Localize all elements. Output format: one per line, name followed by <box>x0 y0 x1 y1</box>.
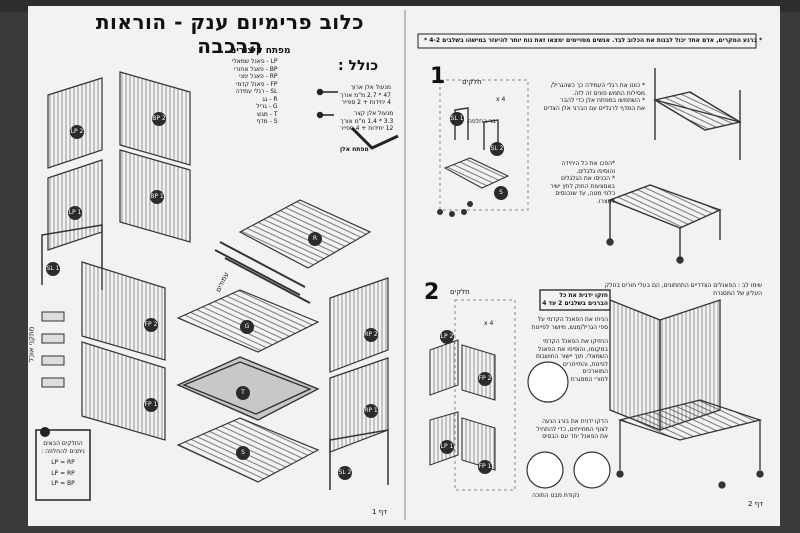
step2-note-top: שימו לב : הפאנלים הצדדיים התחתונים, הם ב… <box>604 282 762 297</box>
allen-key-label: מפתח אלן <box>340 146 369 153</box>
step2-badge-fp1: FP 1 <box>478 460 492 474</box>
legend-item: S - מדף <box>256 118 278 125</box>
step2-number: 2 <box>424 280 440 305</box>
step2-screw-count: x 4 <box>484 320 494 327</box>
step1-dash-frame <box>439 79 529 211</box>
stand-sl1 <box>41 224 103 290</box>
legend-list: LP - פאנל שמאלי BP - פאנל אחורי RP - פאנ… <box>232 58 278 126</box>
legend-item: RP - פאנל ימני <box>239 73 278 80</box>
equivalence-panel: החלקים הבאים ניתנים להחלפה : LP = RP LP … <box>38 440 88 488</box>
badge-rp2: RP 2 <box>364 328 378 342</box>
feeders-label: מתקני אוכל <box>27 326 36 362</box>
legend-item: FP - פאנל קדמי <box>236 80 278 88</box>
step2-instruction-3: הדקו ידנית את בורג הנעה לצוף המתייחים, כ… <box>536 418 608 440</box>
equivalence-box <box>35 427 91 501</box>
badge-sl2: SL 2 <box>338 466 352 480</box>
step1-badge-s: S <box>494 186 508 200</box>
step1-wheels <box>437 201 473 217</box>
legend-item: R - גג <box>262 95 278 103</box>
poles <box>214 241 311 304</box>
header-note-box <box>417 33 757 49</box>
step1-leg2 <box>483 119 499 150</box>
page-label-right: דף 2 <box>748 500 763 508</box>
step2-caption: נקודת מבט התוכה <box>532 492 580 499</box>
step1-text-top: * כוונו את רגלי העמידה כך כשהגריל/ מסילו… <box>543 82 645 112</box>
step1-number: 1 <box>430 64 446 89</box>
step2-parts-label: חלקים <box>450 288 470 296</box>
step1-screw-count: x 4 <box>496 96 506 103</box>
step1-assembly-bottom <box>606 184 722 264</box>
step2-badge-lp1: LP 1 <box>440 440 454 454</box>
roof-r <box>238 199 372 269</box>
badge-s: S <box>236 446 250 460</box>
badge-bp1: BP 1 <box>150 190 164 204</box>
legend-item: T - מגש <box>257 110 278 118</box>
step2-instruction-2: החזיקו את הפאנל הקדמי במקומו, והוסיפו את… <box>535 338 608 383</box>
step2-assembly <box>609 299 764 489</box>
feeders <box>41 311 65 388</box>
step2-badge-lp2: LP 2 <box>440 330 454 344</box>
step2-detail-circles <box>526 361 611 489</box>
panel-rp2 <box>329 277 389 373</box>
legend-item: SL - רגלי עמידה <box>235 88 278 95</box>
legend-item: G - גריל <box>256 103 278 110</box>
stand-sl2 <box>329 429 389 490</box>
screw-drawings <box>316 88 338 119</box>
legend-item: LP - פאנל שמאלי <box>232 58 278 65</box>
step1-badge-sl2: SL 2 <box>490 142 504 156</box>
badge-r: R <box>308 232 322 246</box>
panel-fp1 <box>81 341 166 441</box>
step1-parts-label: חלקים <box>462 78 482 86</box>
panel-fp2 <box>81 261 166 361</box>
step2-instruction-1: הניחו את הפאנל הקדמי על ספי הגריל/מגש, מ… <box>531 316 608 331</box>
badge-sl1: SL 1 <box>46 262 60 276</box>
step1-text-bottom: *הפכו את כל היחידה והוסיפו גלגלים. * הכנ… <box>550 160 615 205</box>
badge-lp1: LP 1 <box>68 206 82 220</box>
step1-badge-sl1: SL 1 <box>450 112 464 126</box>
step2-dash-frame <box>454 299 516 491</box>
badge-g: G <box>240 320 254 334</box>
badge-t: T <box>236 386 250 400</box>
legend-title: מפתח קיצורים <box>230 46 291 56</box>
step2-boxed-note-text: חזקו ידנית את כל הברגים בשלבים 2 עד 4 <box>542 292 608 307</box>
page-divider <box>404 10 406 520</box>
badge-rp1: RP 1 <box>364 404 378 418</box>
badge-lp2: LP 2 <box>70 125 84 139</box>
step1-shelf <box>443 157 510 189</box>
step1-assembly-top <box>653 68 742 160</box>
equivalence-row: LP = RP <box>51 469 75 477</box>
step2-badge-fp2: FP 2 <box>478 372 492 386</box>
badge-fp2: FP 2 <box>144 318 158 332</box>
legend-item: BP - פאנל אחורי <box>234 65 278 73</box>
equivalence-row: LP = RP <box>51 459 75 466</box>
step2-panels <box>429 339 496 471</box>
screws-long-text: מנעול אלן ארוך 47 * 2.7 מ"מ אורך 4 יחידו… <box>340 84 391 106</box>
header-note: * ברגע המקרים, אדם אחד יכול לבנות את הכל… <box>424 37 763 44</box>
panel-lp2 <box>47 77 103 169</box>
panel-lp1 <box>47 159 103 251</box>
step1-wheels-label: בר החלפה <box>468 118 496 125</box>
page-label-left: דף 1 <box>372 508 387 516</box>
allen-key-drawing <box>350 126 399 150</box>
manual-title: כלוב פרימיום ענק - הוראות הרכבה <box>95 10 365 58</box>
badge-fp1: FP 1 <box>144 398 158 412</box>
includes-title: כולל : <box>338 58 379 74</box>
equivalence-row: LP = BP <box>51 480 75 487</box>
screws-short-text: מנעול אלן קצר 3.3 * 1.4 מ"מ אורך 12 יחיד… <box>340 110 394 132</box>
badge-bp2: BP 2 <box>152 112 166 126</box>
